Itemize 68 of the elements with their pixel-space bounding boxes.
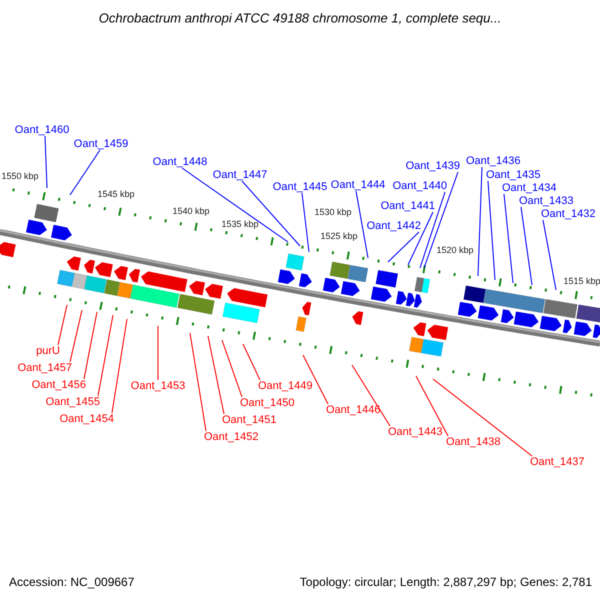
leader-line [222,340,242,398]
leader-line [242,344,260,380]
gene-label: Oant_1444 [330,179,386,191]
gene-label: Oant_1456 [32,379,86,391]
gene-label: Oant_1450 [240,397,294,409]
scale-label: 1540 kbp [172,205,210,217]
leader-line [416,376,448,436]
gene-label: Oant_1439 [406,160,460,172]
scale-label: 1520 kbp [436,244,474,256]
leader-line [356,190,368,258]
leader-line [44,136,48,188]
gene-label: Oant_1451 [222,414,276,426]
gene-label: Oant_1440 [392,180,447,192]
leader-line [98,314,114,396]
leader-line [432,378,532,456]
gene-label: Oant_1432 [541,208,596,220]
gene-label: Oant_1441 [380,200,435,212]
leader-line [58,304,68,346]
leader-line [408,212,434,266]
gene-label: Oant_1454 [60,413,114,425]
gene-label: Oant_1446 [326,404,380,416]
leader-line [242,180,300,246]
leader-line [112,318,128,414]
leader-line [488,180,496,280]
gene-label: Oant_1433 [519,195,574,207]
gene-label: Oant_1445 [272,181,328,193]
leader-line [420,192,446,268]
leader-line [478,166,482,276]
gene-label: Oant_1460 [14,124,70,136]
gene-label: Oant_1452 [204,431,258,443]
scale-label: 1530 kbp [314,206,352,218]
scale-label: 1545 kbp [97,188,135,200]
leader-line [182,168,288,242]
leader-line [302,192,310,252]
leader-line [388,232,420,262]
leader-line [190,332,206,432]
leader-line [352,364,390,426]
gene-label: Oant_1453 [130,380,186,392]
footer-text: Accession: NC_009667 [9,575,134,589]
leader-line [302,354,328,404]
gene-label: Oant_1435 [486,169,540,181]
gene-label: Oant_1437 [530,456,584,468]
scale-label: 1515 kbp [563,275,600,287]
gene-label: Oant_1449 [258,380,312,392]
gene-label: Oant_1448 [152,156,208,168]
gene-label: Oant_1434 [502,182,556,194]
gene-label: Oant_1443 [388,426,442,438]
gene-label: Oant_1447 [212,169,268,181]
leader-line [70,310,82,362]
scale-label: 1550 kbp [1,170,39,182]
leader-line [84,312,98,380]
footer-text: Topology: circular; Length: 2,887,297 bp; Genes: 2,781 [300,575,592,589]
leader-line [542,220,556,290]
gene-label: Oant_1457 [18,362,72,374]
gene-label: Oant_1436 [466,155,520,167]
gene-label: Oant_1455 [46,396,100,408]
gene-label: purU [36,345,60,357]
leader-line [520,206,532,286]
gene-label: Oant_1442 [366,220,421,232]
leader-line [208,336,224,414]
scale-label: 1525 kbp [320,230,358,242]
leader-line [504,194,514,284]
gene-label: Oant_1459 [74,138,128,150]
leader-line [424,172,458,268]
leader-line [70,150,100,196]
chart-title: Ochrobactrum anthropi ATCC 49188 chromosome 1, complete sequ... [98,10,502,26]
gene-label: Oant_1438 [446,436,500,448]
scale-label: 1535 kbp [221,218,259,230]
